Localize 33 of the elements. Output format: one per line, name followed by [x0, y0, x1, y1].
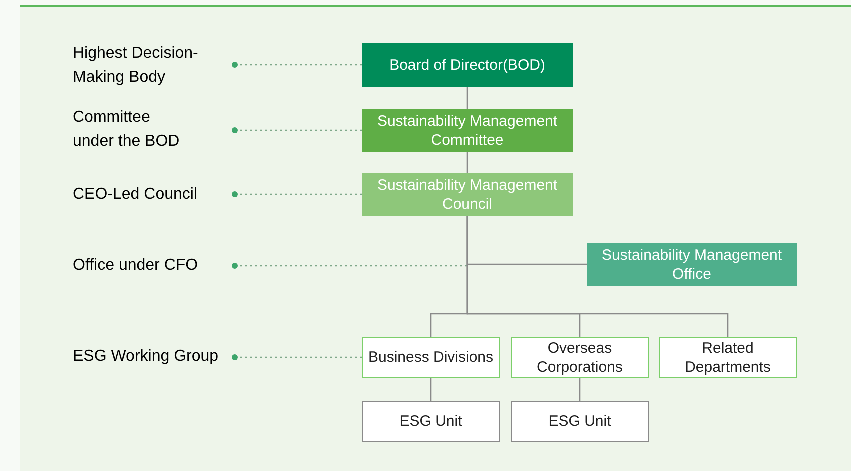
level-label: Committee under the BOD [73, 108, 181, 152]
connector-line [466, 216, 729, 337]
leader-line [232, 62, 362, 68]
box-title: Overseas Corporations [536, 338, 624, 376]
org-box [511, 337, 649, 378]
box-title: Board of Director(BOD) [390, 56, 546, 74]
leader-line [232, 192, 362, 198]
connector-line [579, 378, 581, 401]
leader-line [232, 263, 467, 269]
level-label: CEO-Led Council [73, 185, 198, 205]
connector-line [466, 152, 468, 173]
box-title: ESG Unit [400, 412, 462, 431]
org-box [362, 43, 573, 87]
org-box [362, 401, 500, 442]
box-title: Related Departments [684, 338, 772, 376]
org-box [659, 337, 797, 378]
org-box [362, 109, 573, 152]
leader-line [232, 128, 362, 134]
box-title: ESG Unit [548, 412, 612, 431]
leader-line [232, 354, 362, 360]
org-box [511, 401, 649, 442]
connector-line [466, 87, 468, 109]
box-title: Business Divisions [368, 348, 494, 367]
box-title: Sustainability Management Office [600, 246, 784, 284]
level-label: ESG Working Group [73, 347, 220, 367]
org-box [362, 173, 573, 216]
connector-line [430, 378, 432, 401]
org-box [362, 337, 500, 378]
box-title: Sustainability Management Council [376, 176, 559, 214]
level-label: Highest Decision-Making Body [73, 44, 200, 88]
level-label: Office under CFO [73, 256, 200, 276]
box-title: Sustainability Management Committee [376, 112, 559, 150]
org-box [587, 243, 797, 286]
